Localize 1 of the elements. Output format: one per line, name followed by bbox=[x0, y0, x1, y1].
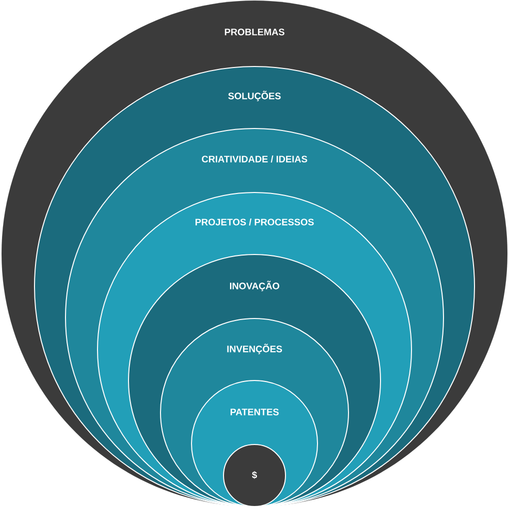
circle-band: $ bbox=[223, 444, 286, 507]
